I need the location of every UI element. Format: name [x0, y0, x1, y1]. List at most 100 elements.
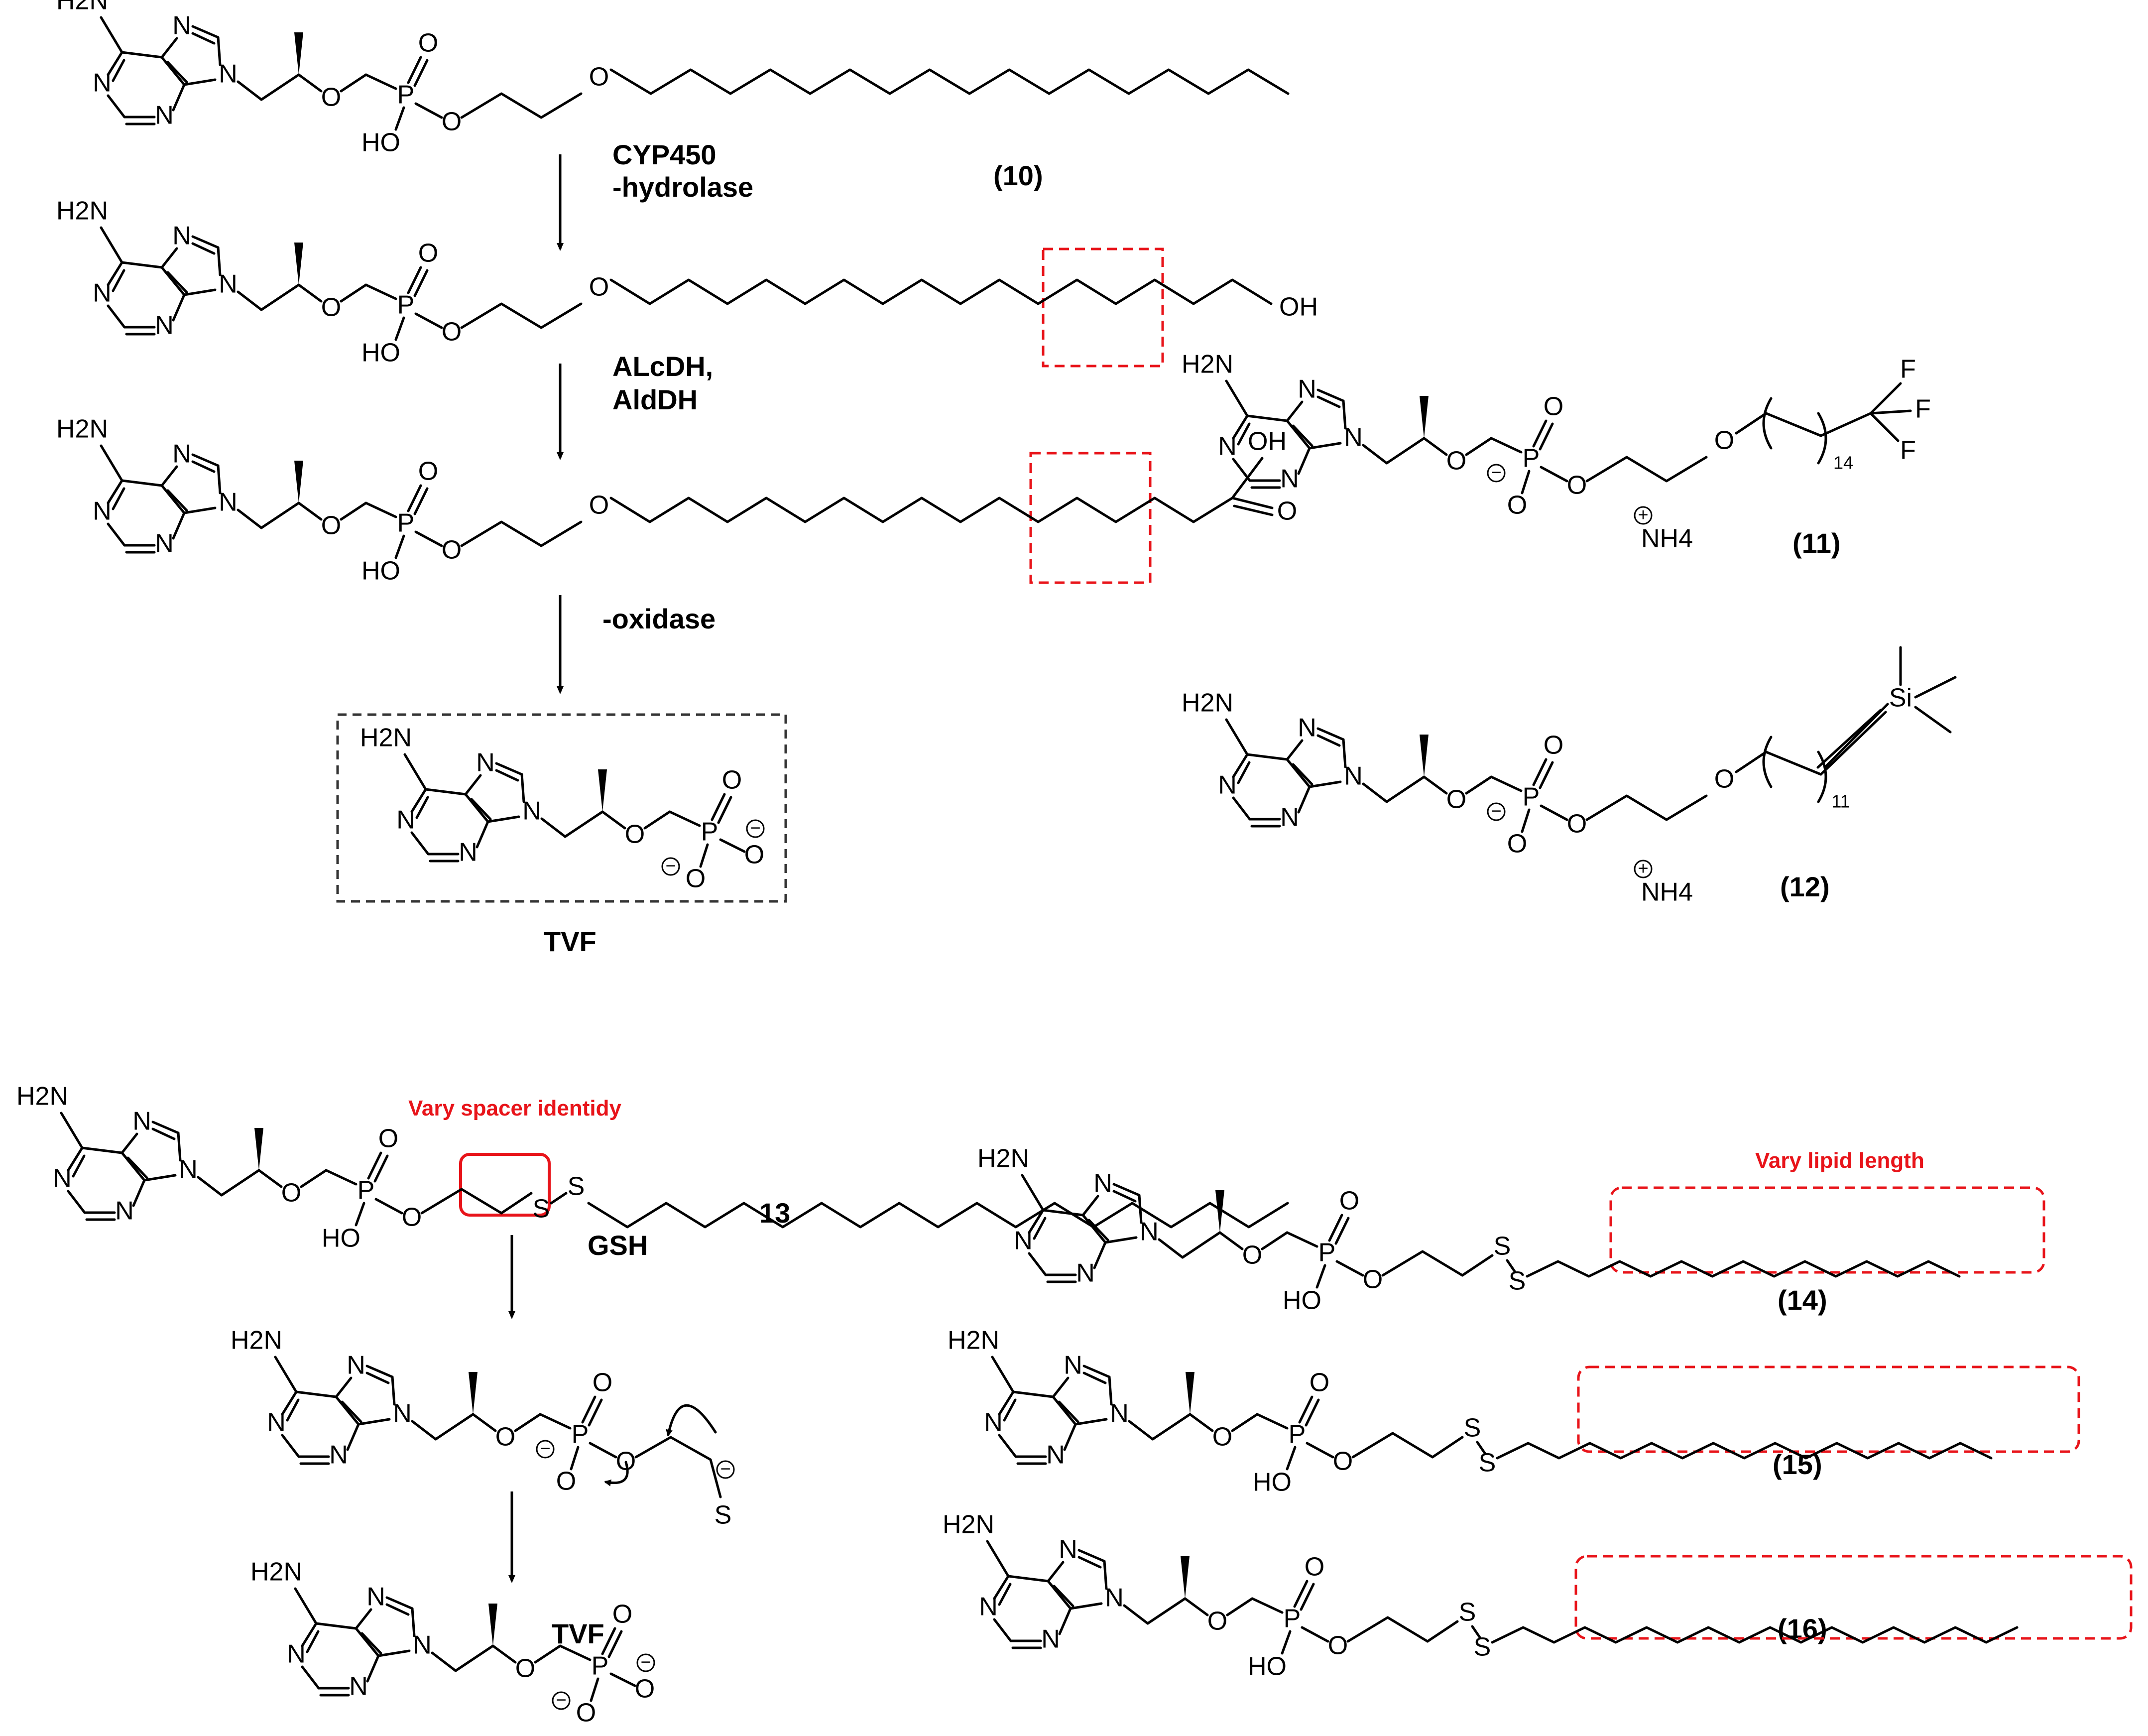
ethyl-linker	[1346, 1616, 1429, 1643]
bond	[1335, 1260, 1364, 1277]
ester-oxygen: O	[1567, 471, 1587, 500]
bond	[67, 1146, 84, 1172]
propyl-linker	[1585, 456, 1708, 483]
bond	[1225, 718, 1249, 756]
repeat-bracket-left	[1762, 736, 1773, 788]
negative-charge	[1487, 802, 1506, 821]
bond	[100, 16, 123, 54]
bond	[1735, 750, 1768, 773]
n7-atom: N	[1298, 375, 1316, 404]
bond	[166, 271, 188, 294]
bond	[365, 1364, 394, 1378]
n3-atom: N	[1280, 803, 1299, 832]
negative-charge-sign: −	[750, 818, 760, 838]
electron-arrow-1	[666, 1404, 717, 1437]
bond	[472, 1413, 497, 1432]
bond	[1914, 706, 1952, 734]
propyl-linker	[460, 520, 583, 547]
anionic-oxygen-2: O	[744, 841, 764, 869]
bond	[340, 283, 367, 303]
bond	[340, 73, 367, 93]
phosphoryl-oxygen: O	[378, 1124, 398, 1153]
bond	[120, 51, 163, 59]
bond	[1461, 1254, 1494, 1277]
n3-atom: N	[155, 101, 174, 130]
bond	[407, 266, 422, 294]
bond	[719, 838, 746, 853]
carboxyl-hydroxyl: OH	[1248, 427, 1287, 456]
bond	[120, 479, 163, 487]
bond	[315, 1622, 358, 1630]
bond	[160, 247, 178, 269]
phosphoryl-oxygen: O	[1339, 1187, 1359, 1216]
n7-atom: N	[347, 1351, 365, 1380]
bond	[601, 1627, 616, 1655]
thioethyl-group	[634, 1436, 722, 1498]
bond	[1226, 1597, 1254, 1616]
negative-charge-sign: −	[556, 1690, 566, 1710]
wedge-bond	[469, 1372, 477, 1414]
hexadecyl-chain	[609, 68, 1290, 95]
bond	[520, 773, 525, 803]
bond	[1012, 1390, 1055, 1398]
bond	[454, 1644, 494, 1672]
electron-arrow-2	[604, 1461, 629, 1487]
sulfur-2: S	[1509, 1267, 1526, 1296]
bond	[1108, 1375, 1113, 1406]
bond	[1465, 437, 1493, 456]
negative-charge	[636, 1653, 655, 1672]
bond	[609, 1672, 636, 1687]
amine-group: H2N	[948, 1326, 999, 1355]
bond	[297, 73, 323, 93]
bond	[1028, 1209, 1045, 1234]
bond	[1735, 412, 1768, 435]
bond	[993, 1575, 1010, 1600]
lipid-highlight-label: Vary lipid length	[1755, 1148, 1924, 1173]
bond	[1532, 419, 1548, 448]
ether-oxygen: O	[1446, 447, 1466, 476]
bond	[120, 261, 163, 269]
bond	[1047, 1580, 1072, 1610]
bond	[374, 1198, 403, 1215]
bond	[1058, 1607, 1072, 1635]
ether-oxygen: O	[625, 820, 645, 849]
bond	[1251, 1597, 1284, 1614]
ammonium-counterion: NH4	[1641, 524, 1693, 553]
bond	[564, 810, 604, 838]
bond	[340, 501, 367, 521]
bond	[514, 1413, 542, 1432]
n3-atom: N	[459, 838, 477, 867]
n9-atom: N	[219, 488, 238, 517]
bond	[160, 266, 186, 296]
terminal-hydroxyl: OH	[1279, 293, 1318, 322]
bond	[601, 810, 626, 830]
bond	[1816, 709, 1882, 769]
n9-atom: N	[1110, 1399, 1129, 1428]
bond	[540, 817, 567, 838]
bond	[360, 1632, 382, 1655]
bond	[414, 530, 443, 547]
n9-atom: N	[413, 1631, 432, 1660]
bond	[1506, 1259, 1516, 1273]
bond	[1237, 761, 1251, 784]
hydroxyl-on-phosphorus: HO	[1253, 1468, 1292, 1497]
step2-enzyme-line2: AldDH	[612, 384, 698, 415]
bond	[1308, 780, 1342, 788]
bond	[588, 1398, 603, 1427]
ester-oxygen: O	[442, 108, 462, 136]
bond	[297, 501, 323, 521]
n7-atom: N	[172, 11, 191, 40]
bond	[570, 1446, 580, 1471]
fluorine-3: F	[1900, 436, 1916, 465]
bond	[107, 304, 126, 329]
n9-atom: N	[1344, 762, 1363, 791]
compound-16-label: (16)	[1778, 1613, 1827, 1644]
bond	[217, 464, 222, 495]
bond	[476, 820, 489, 849]
ester-oxygen: O	[442, 318, 462, 347]
bond	[1232, 753, 1249, 778]
